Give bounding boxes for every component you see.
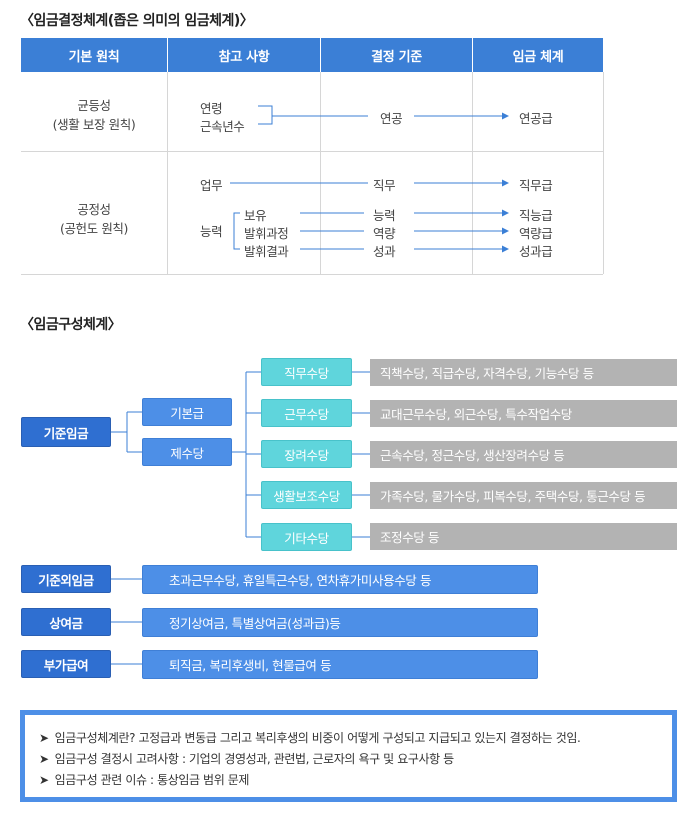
system-skill-pay: 직능급 xyxy=(519,208,553,223)
ability-result: 발휘결과 xyxy=(244,244,289,259)
ref-work: 업무 xyxy=(200,178,223,193)
header-reference: 참고 사항 xyxy=(168,38,320,72)
allowance-living-detail: 가족수당, 물가수당, 피복수당, 주택수당, 통근수당 등 xyxy=(370,482,677,509)
allowance-living: 생활보조수당 xyxy=(261,481,352,509)
criterion-job: 직무 xyxy=(373,178,396,193)
non-standard-wage: 기준외임금 xyxy=(21,565,111,593)
criterion-competency: 역량 xyxy=(373,226,396,241)
allowance-work-detail: 교대근무수당, 외근수당, 특수작업수당 xyxy=(370,400,677,427)
system-competency-pay: 역량급 xyxy=(519,226,553,241)
notes-box: ➤ 임금구성체계란? 고정급과 변동급 그리고 복리후생의 비중이 어떻게 구성… xyxy=(20,710,677,802)
allowance-other: 기타수당 xyxy=(261,523,352,551)
grid-line xyxy=(21,274,603,275)
ref-age: 연령 xyxy=(200,101,223,116)
ref-tenure: 근속년수 xyxy=(200,119,245,134)
system-performance-pay: 성과급 xyxy=(519,244,553,259)
base-pay-box: 기본급 xyxy=(142,398,232,426)
criterion-seniority: 연공 xyxy=(380,111,403,126)
fringe-benefits-detail: 퇴직금, 복리후생비, 현물급여 등 xyxy=(142,650,538,679)
header-system: 임금 체계 xyxy=(473,38,603,72)
note-item: ➤ 임금구성체계란? 고정급과 변동급 그리고 복리후생의 비중이 어떻게 구성… xyxy=(39,730,581,746)
allowance-incentive: 장려수당 xyxy=(261,440,352,468)
ability-process: 발휘과정 xyxy=(244,226,289,241)
allowance-other-detail: 조정수당 등 xyxy=(370,523,677,550)
header-criterion: 결정 기준 xyxy=(321,38,472,72)
allowances-box: 제수당 xyxy=(142,438,232,466)
grid-line xyxy=(320,72,321,274)
allowance-incentive-detail: 근속수당, 정근수당, 생산장려수당 등 xyxy=(370,441,677,468)
criterion-performance: 성과 xyxy=(373,244,396,259)
criterion-ability: 능력 xyxy=(373,208,396,223)
grid-line xyxy=(472,72,473,274)
arrow-bullet-icon: ➤ xyxy=(39,730,49,745)
non-standard-wage-detail: 초과근무수당, 휴일특근수당, 연차휴가미사용수당 등 xyxy=(142,565,538,594)
arrow-bullet-icon: ➤ xyxy=(39,751,49,766)
fringe-benefits: 부가급여 xyxy=(21,650,111,678)
allowance-job-detail: 직책수당, 직급수당, 자격수당, 기능수당 등 xyxy=(370,359,677,386)
arrow-bullet-icon: ➤ xyxy=(39,772,49,787)
principle-fairness: 공정성 (공헌도 원칙) xyxy=(59,202,129,236)
grid-line xyxy=(603,72,604,274)
ability-holding: 보유 xyxy=(244,208,267,223)
bonus-detail: 정기상여금, 특별상여금(성과급)등 xyxy=(142,608,538,637)
allowance-work: 근무수당 xyxy=(261,399,352,427)
principle-equality: 균등성 (생활 보장 원칙) xyxy=(52,98,136,132)
grid-line xyxy=(21,151,603,152)
allowance-job: 직무수당 xyxy=(261,358,352,386)
root-standard-wage: 기준임금 xyxy=(21,417,111,447)
system-seniority-pay: 연공급 xyxy=(519,111,553,126)
system-job-pay: 직무급 xyxy=(519,178,553,193)
note-item: ➤ 임금구성 관련 이슈 : 통상임금 범위 문제 xyxy=(39,772,250,788)
section1-title: 〈임금결정체계(좁은 의미의 임금체계)〉 xyxy=(20,13,254,29)
bonus: 상여금 xyxy=(21,608,111,636)
header-principle: 기본 원칙 xyxy=(21,38,167,72)
note-item: ➤ 임금구성 결정시 고려사항 : 기업의 경영성과, 관련법, 근로자의 욕구… xyxy=(39,751,454,767)
section2-title: 〈임금구성체계〉 xyxy=(20,317,122,333)
ref-ability: 능력 xyxy=(200,224,223,239)
grid-line xyxy=(167,72,168,274)
